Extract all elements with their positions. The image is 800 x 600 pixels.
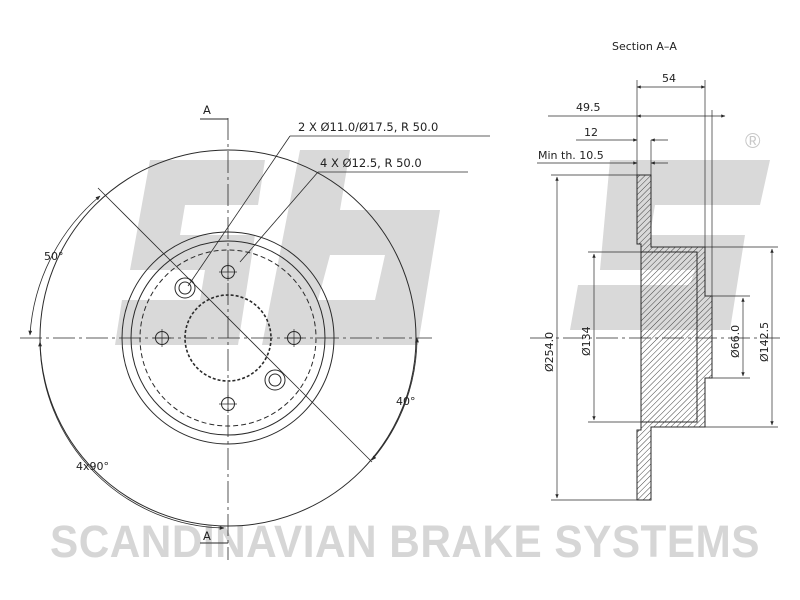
dim-friction-inner-diameter: Ø134 xyxy=(580,326,593,356)
section-view-labels: Section A–A 54 49.5 12 Min th. 10.5 Ø254… xyxy=(538,40,771,372)
dim-hat-diameter: Ø142.5 xyxy=(758,322,771,362)
countersunk-hole-upper-left xyxy=(174,277,196,299)
angle-label-lower-left: 4x90° xyxy=(76,460,109,473)
angled-centerline xyxy=(97,187,373,463)
dim-thickness: 12 xyxy=(584,126,598,139)
sbs-logo xyxy=(115,150,770,345)
section-profile xyxy=(636,174,713,501)
dim-min-thickness: Min th. 10.5 xyxy=(538,149,604,162)
front-view-labels: A A 2 X Ø11.0/Ø17.5, R 50.0 4 X Ø12.5, R… xyxy=(44,103,438,543)
dim-hat-depth: 49.5 xyxy=(576,101,601,114)
section-view xyxy=(530,80,780,501)
angle-label-upper-left: 50° xyxy=(44,250,64,263)
front-view xyxy=(20,118,490,560)
dim-outer-diameter: Ø254.0 xyxy=(543,332,556,372)
dim-total-width: 54 xyxy=(662,72,676,85)
angle-label-right: 40° xyxy=(396,395,416,408)
registered-mark: ® xyxy=(745,130,761,153)
holes-note-countersunk: 2 X Ø11.0/Ø17.5, R 50.0 xyxy=(298,120,438,134)
brand-watermark-text: SCANDINAVIAN BRAKE SYSTEMS xyxy=(50,516,760,567)
holes-note-bolt: 4 X Ø12.5, R 50.0 xyxy=(320,156,422,170)
section-marker-top: A xyxy=(203,103,211,117)
dim-center-bore-diameter: Ø66.0 xyxy=(729,325,742,358)
section-title: Section A–A xyxy=(612,40,677,53)
section-marker-bottom: A xyxy=(203,529,211,543)
countersunk-hole-lower-right xyxy=(264,369,286,391)
watermark: ® SCANDINAVIAN BRAKE SYSTEMS xyxy=(50,130,770,567)
